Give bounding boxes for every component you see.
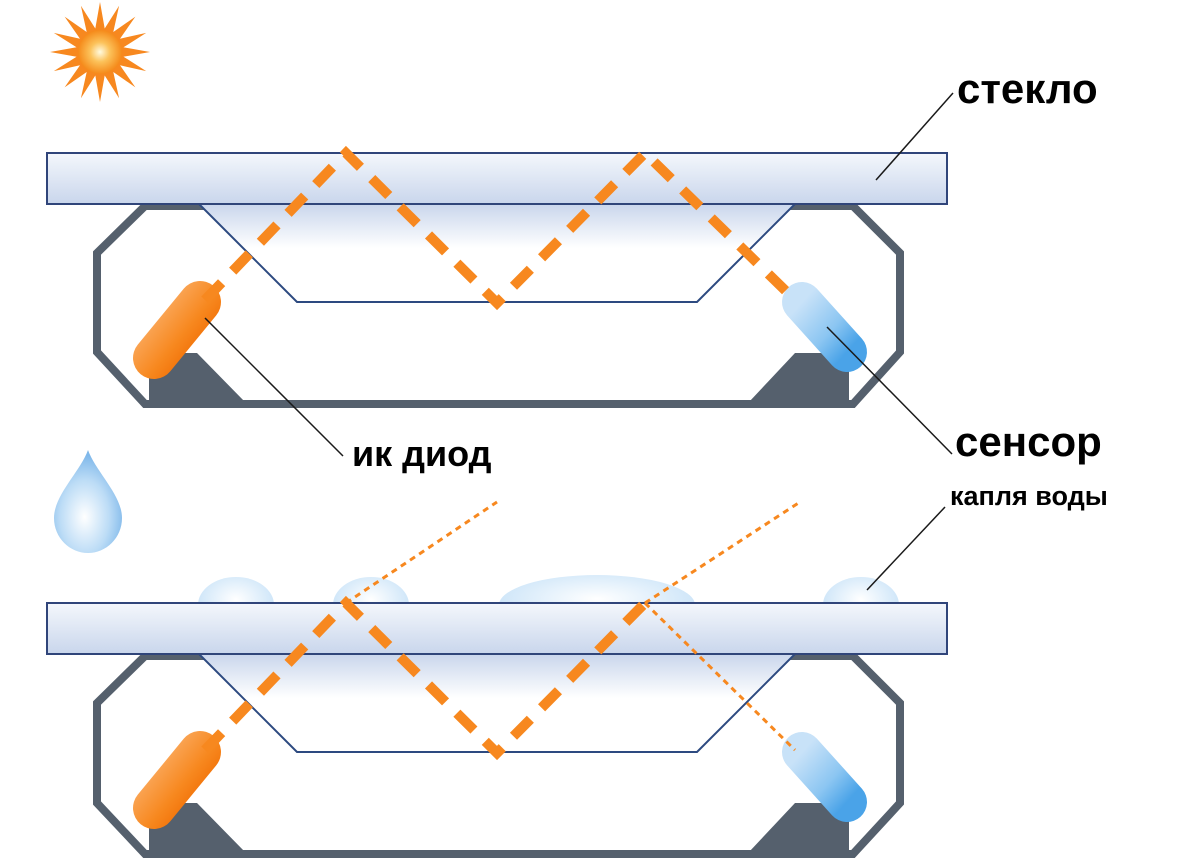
sun-icon — [50, 2, 150, 102]
light-sensor — [782, 282, 867, 372]
sensor-housing — [93, 652, 904, 858]
weak-reflected-beam — [643, 601, 797, 752]
sensor-unit-wet — [46, 500, 948, 858]
sensor-mount — [749, 353, 849, 402]
windshield-glass — [46, 602, 948, 655]
sensor-label: сенсор — [955, 418, 1102, 465]
water-drop-icon — [54, 450, 122, 553]
ir-beam — [201, 595, 649, 761]
glass-leader — [875, 92, 954, 181]
ir-diode — [133, 281, 221, 379]
ir-beam — [201, 145, 799, 311]
windshield-glass — [46, 152, 948, 205]
ir-diode-leader — [204, 317, 344, 457]
prism — [196, 653, 798, 753]
water-drop-label: капля воды — [950, 481, 1108, 511]
escaping-beam — [345, 500, 498, 605]
sensor-leader — [826, 326, 953, 455]
light-sensor — [782, 732, 867, 822]
ir-diode — [133, 731, 221, 829]
sensor-housing — [93, 202, 904, 408]
sensor-mount — [749, 803, 849, 852]
glass-label: стекло — [957, 65, 1098, 112]
water-drop-leader — [866, 506, 946, 591]
prism — [196, 203, 798, 303]
ir-diode-label: ик диод — [352, 433, 492, 474]
escaping-beam — [644, 500, 801, 605]
sensor-unit-dry — [46, 145, 948, 408]
